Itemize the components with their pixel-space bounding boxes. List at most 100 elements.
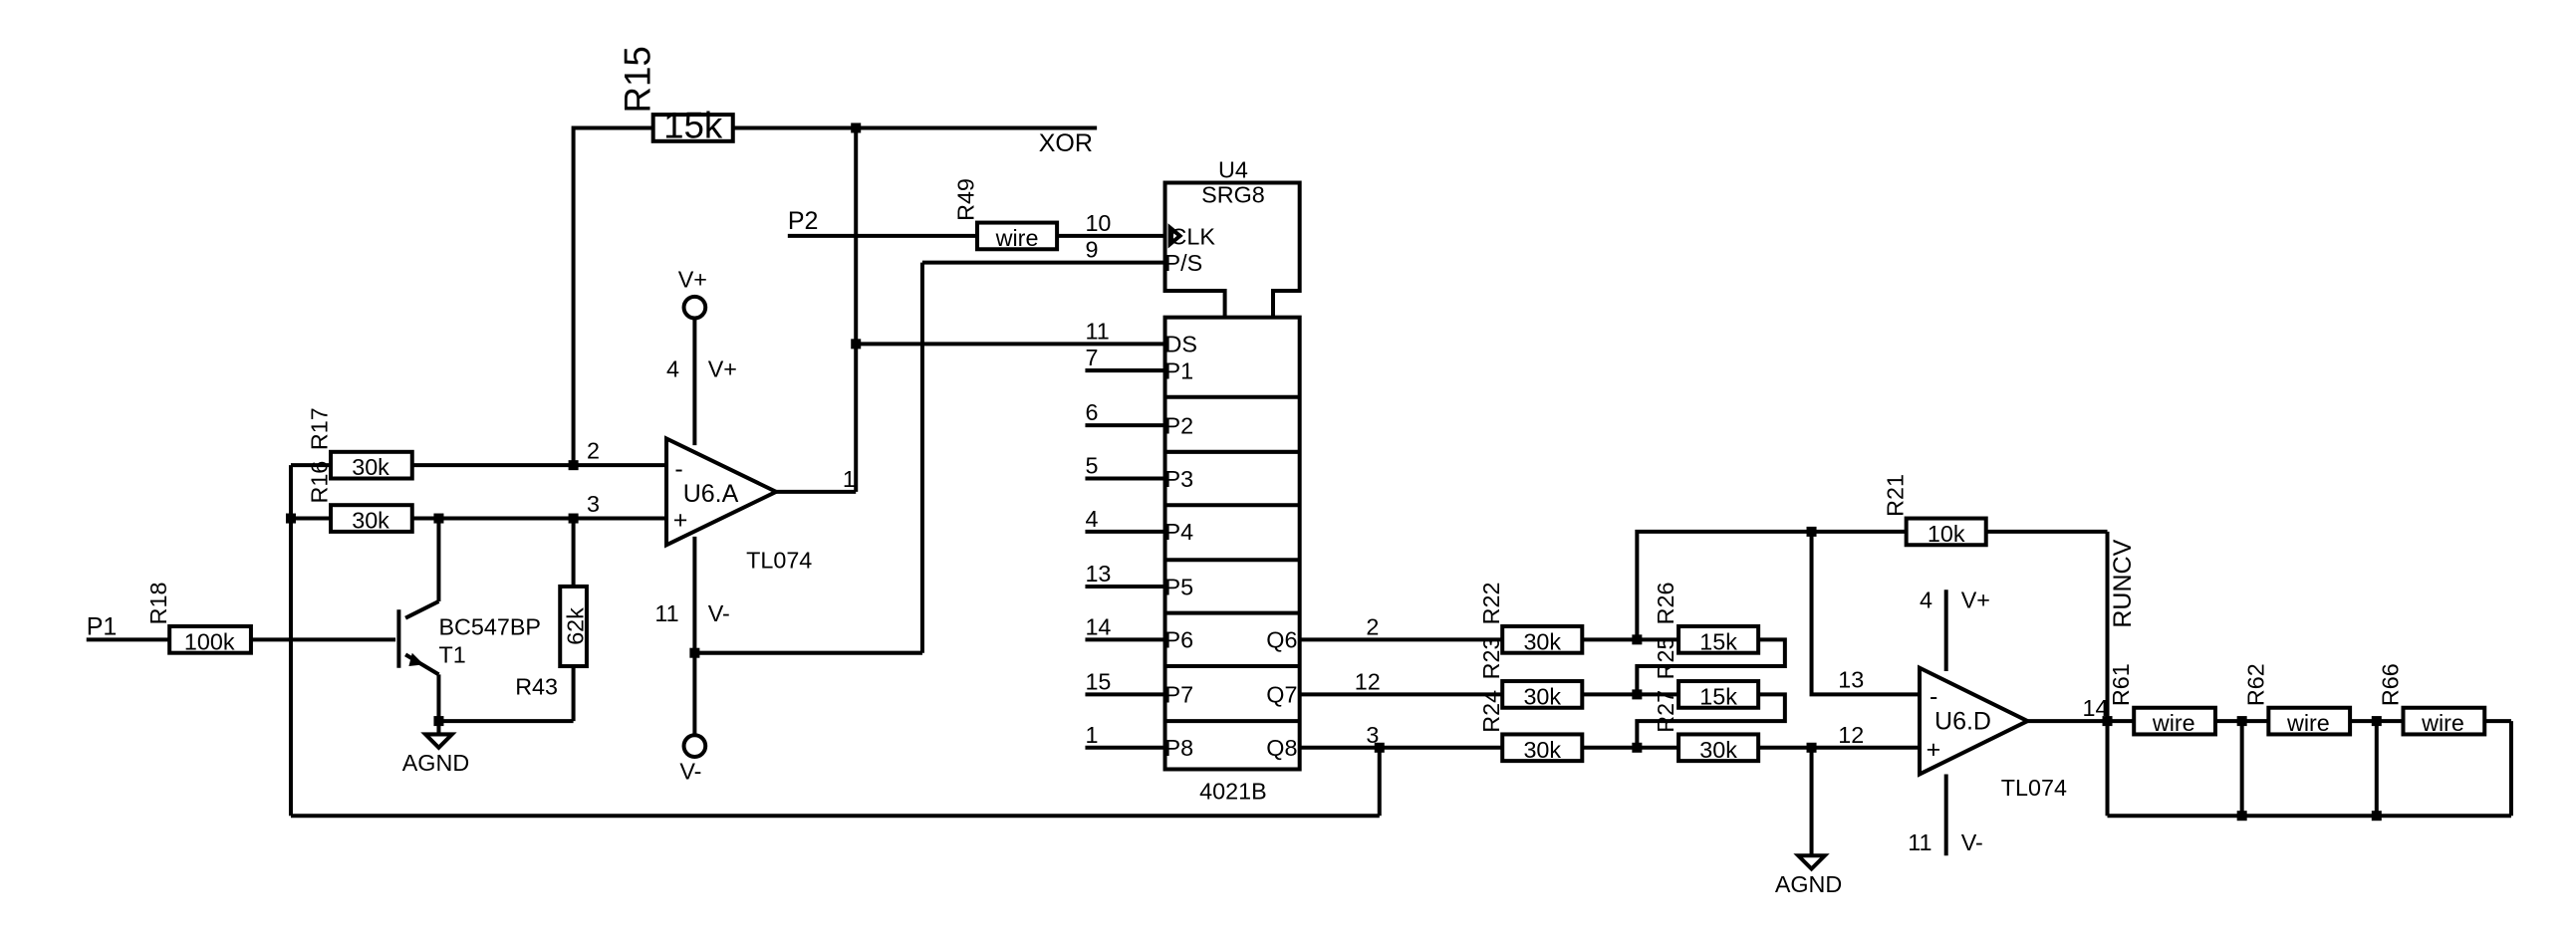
resistor-value: 30k xyxy=(352,454,389,480)
resistor-value: 15k xyxy=(663,105,723,145)
opamp-vplus-label: V+ xyxy=(1961,588,1990,613)
resistor-value: 62k xyxy=(563,607,589,645)
resistor-ref: R16 xyxy=(307,461,333,504)
srg-input-label: P5 xyxy=(1165,574,1194,599)
srg-input-pin: 5 xyxy=(1085,453,1098,479)
junction xyxy=(433,513,444,524)
opamp-minus-sign: - xyxy=(1930,682,1937,710)
resistor-value: 30k xyxy=(1523,737,1561,763)
junction xyxy=(2236,811,2247,822)
net-label-runcv: RUNCV xyxy=(2109,539,2137,627)
srg-input-label: P6 xyxy=(1165,627,1194,653)
emitter-arrow-icon xyxy=(408,652,424,667)
resistor-ref: R24 xyxy=(1478,690,1504,733)
junction xyxy=(1374,742,1385,753)
resistor-ref: R25 xyxy=(1653,637,1678,680)
opamp-pin-vminus: 11 xyxy=(1908,829,1932,855)
resistor-r17: 30k R17 xyxy=(307,407,414,481)
transistor-t1: BC547BP T1 xyxy=(396,609,541,668)
opamp-pin-minus: 13 xyxy=(1838,667,1864,693)
wires xyxy=(86,125,2513,856)
srg-output-pin: 2 xyxy=(1366,613,1379,639)
ground-label: AGND xyxy=(402,750,469,776)
resistor-r21: 10k R21 xyxy=(1882,474,1988,548)
srg-clk-label: CLK xyxy=(1170,223,1216,249)
opamp-plus-sign: + xyxy=(673,507,688,535)
resistor-r24: 30k R24 xyxy=(1478,690,1585,764)
ground-label: AGND xyxy=(1775,871,1842,897)
junction xyxy=(1632,689,1643,700)
opamp-pin-vplus: 4 xyxy=(666,356,679,382)
ground-icon xyxy=(420,732,457,751)
vplus-terminal-label: V+ xyxy=(678,267,707,293)
opamp-vminus-label: V- xyxy=(708,600,730,626)
srg-ref: U4 xyxy=(1218,157,1248,183)
vminus-terminal: V- xyxy=(679,733,708,784)
resistor-ref: R66 xyxy=(2377,663,2403,706)
opamp-pin-out: 14 xyxy=(2082,695,2108,721)
agnd-symbol-right: AGND xyxy=(1775,853,1842,897)
resistor-ref: R17 xyxy=(307,407,333,450)
vminus-terminal-label: V- xyxy=(679,758,701,784)
srg-input-pin: 7 xyxy=(1085,345,1098,370)
opamp-vplus-label: V+ xyxy=(708,356,737,382)
resistor-r22: 30k R22 xyxy=(1478,582,1585,655)
junction xyxy=(851,339,862,350)
srg-input-label: P4 xyxy=(1165,519,1194,545)
vplus-terminal: V+ xyxy=(678,267,708,321)
resistor-ref: R62 xyxy=(2242,663,2268,706)
resistor-value: wire xyxy=(2421,710,2464,736)
junctions xyxy=(285,122,2382,822)
opamp-part: TL074 xyxy=(2001,775,2067,801)
srg-output-label: Q8 xyxy=(1266,735,1297,761)
opamp-pin-plus: 3 xyxy=(587,491,600,517)
resistor-r43: 62k R43 xyxy=(515,584,589,699)
resistor-value: wire xyxy=(2286,710,2330,736)
resistor-ref: R43 xyxy=(515,673,558,699)
resistor-value: 15k xyxy=(1699,628,1737,654)
resistor-ref: R15 xyxy=(617,46,657,113)
opamp-plus-sign: + xyxy=(1927,736,1941,764)
net-label-xor: XOR xyxy=(1039,129,1093,157)
junction xyxy=(2371,811,2382,822)
resistor-r25: 15k R25 xyxy=(1653,637,1761,710)
opamp-minus-sign: - xyxy=(674,455,682,483)
resistor-ref: R49 xyxy=(953,178,979,221)
opamp-pin-vminus: 11 xyxy=(654,600,678,626)
srg-output-pin: 12 xyxy=(1355,668,1381,694)
resistor-ref: R61 xyxy=(2108,663,2134,706)
junction xyxy=(568,460,579,471)
srg-ds-pin: 11 xyxy=(1085,318,1109,344)
srg-input-pin: 13 xyxy=(1085,561,1111,587)
opamp-name: U6.D xyxy=(1934,707,1991,735)
opamp-pin-vplus: 4 xyxy=(1920,588,1932,613)
srg-input-label: P1 xyxy=(1165,357,1194,383)
junction xyxy=(2102,716,2113,727)
resistor-r16: 30k R16 xyxy=(307,461,414,534)
srg-input-label: P8 xyxy=(1165,735,1194,761)
srg-clk-pin: 10 xyxy=(1085,210,1111,236)
resistor-value: 30k xyxy=(352,508,389,534)
resistor-value: wire xyxy=(2152,710,2195,736)
resistor-r61: wire R61 xyxy=(2108,663,2217,737)
resistor-ref: R27 xyxy=(1653,690,1678,733)
resistor-r18: 100k R18 xyxy=(145,582,253,655)
resistor-r27: 30k R27 xyxy=(1653,690,1761,764)
opamp-pin-minus: 2 xyxy=(587,437,600,463)
srg-ps-pin: 9 xyxy=(1085,237,1098,263)
opamp-name: U6.A xyxy=(683,480,739,508)
resistor-r26: 15k R26 xyxy=(1653,582,1761,655)
srg-output-pin: 3 xyxy=(1366,722,1379,748)
junction xyxy=(568,513,579,524)
resistor-value: 100k xyxy=(184,628,235,654)
opamp-pin-plus: 12 xyxy=(1838,722,1864,748)
shift-register-u4: U4 SRG8 4021B CLK 10 P/S 9 DS 11 P1 7 P2… xyxy=(1085,157,1380,805)
resistor-r66: wire R66 xyxy=(2377,663,2487,737)
clock-edge-icon xyxy=(1167,223,1183,249)
resistor-ref: R26 xyxy=(1653,582,1678,624)
transistor-ref: T1 xyxy=(438,642,465,668)
resistor-r15: 15k R15 xyxy=(617,46,735,145)
resistor-value: 15k xyxy=(1699,683,1737,709)
transistor-part: BC547BP xyxy=(438,613,541,639)
